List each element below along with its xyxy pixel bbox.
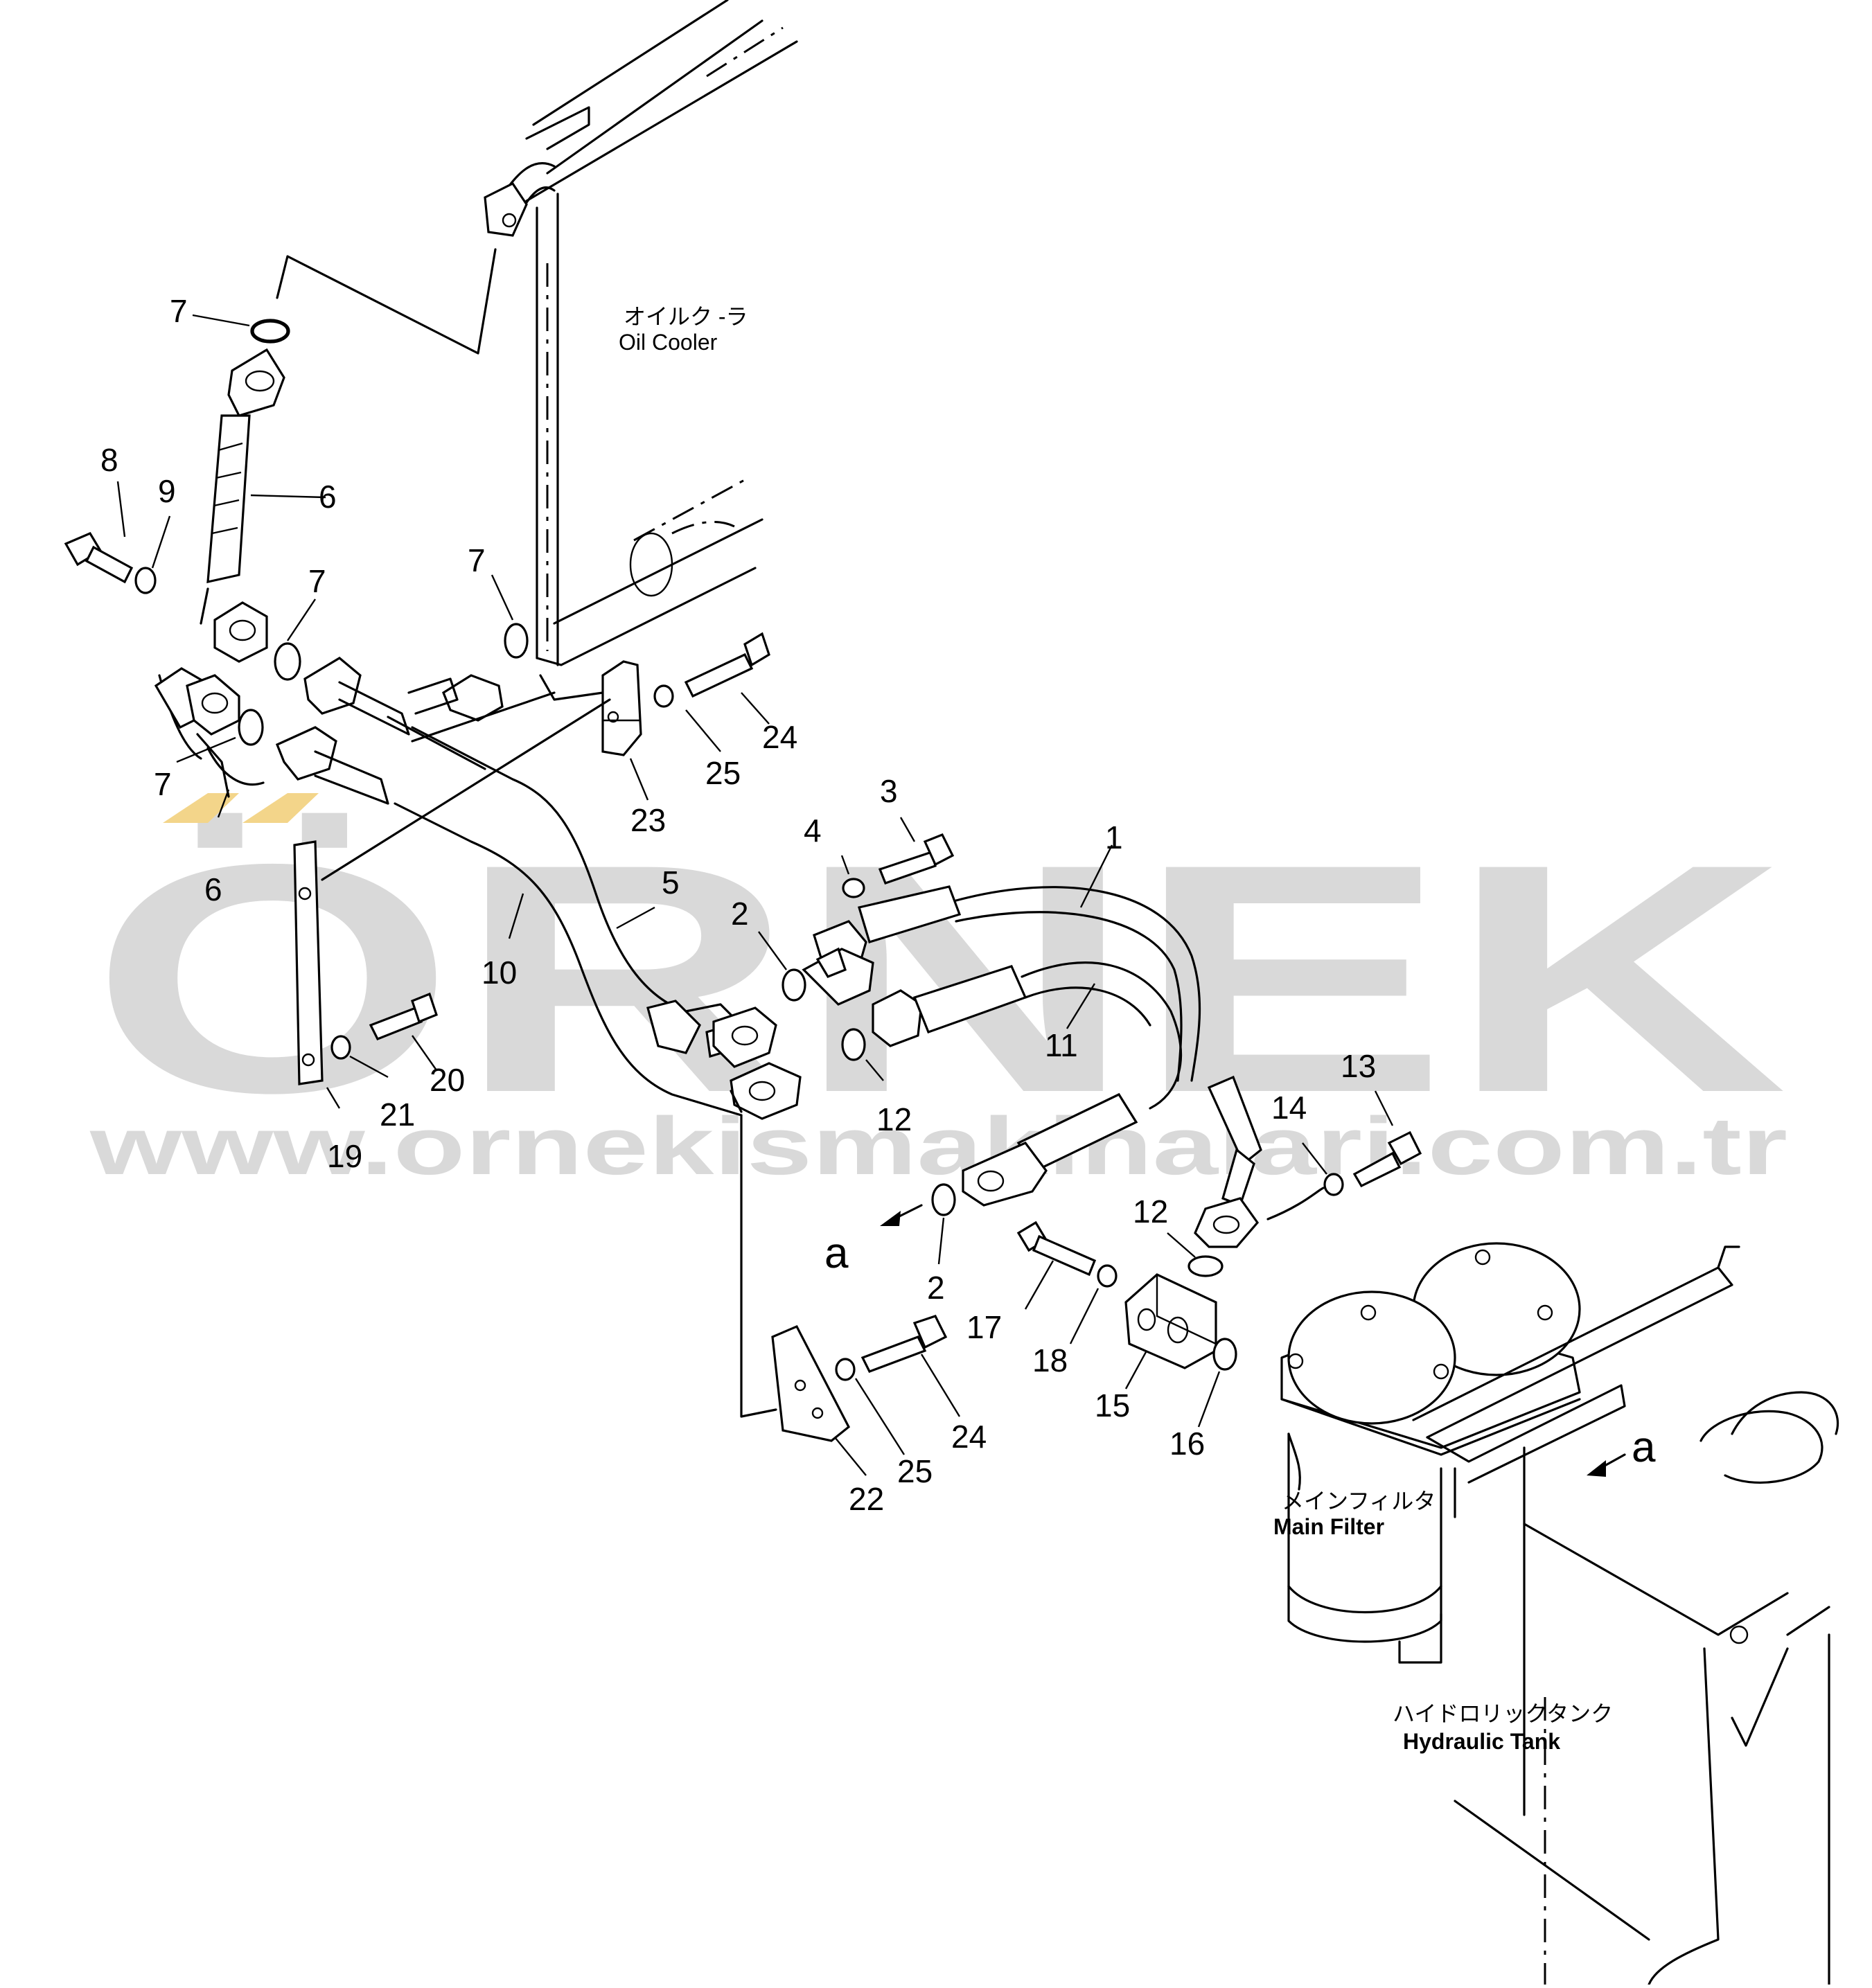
hose-6-lower [154,667,265,798]
view-arrow-a-right-head [1587,1460,1606,1477]
o-ring-7-right [504,623,529,659]
bolt-24-lower [860,1315,948,1374]
main-filter-label: Main Filter [1273,1514,1384,1539]
o-ring-7-left [238,709,264,746]
pipe-5-flange [646,1000,802,1120]
washer-25-lower [835,1358,856,1381]
oil-cooler-label: Oil Cooler [619,330,718,355]
callout-12: 12 [876,1101,912,1137]
watermark-url: www.ornekismakinalari.com.tr [89,1101,1787,1192]
callout-20: 20 [430,1062,465,1098]
callout-18: 18 [1032,1342,1068,1378]
washer-4 [842,878,865,898]
washer-14 [1323,1173,1344,1196]
view-arrow-a-left-head [880,1211,901,1226]
o-ring-12-upper [841,1028,866,1061]
callout-9: 9 [158,473,176,509]
hydraulic-tank-label: Hydraulic Tank [1403,1729,1560,1754]
pipe-upper-flange [407,674,556,743]
hydraulic-tank-label-jp: ハイドロリックタンク [1393,1701,1613,1726]
callout-24: 24 [762,719,797,755]
callout-4: 4 [804,813,822,849]
callout-19: 19 [327,1138,362,1174]
o-ring-16 [1212,1338,1237,1371]
main-filter [1280,1242,1581,1664]
callout-7: 7 [468,542,486,578]
callout-22: 22 [849,1481,884,1517]
o-ring-7-top [251,320,289,342]
callout-7: 7 [308,563,326,599]
callout-21: 21 [380,1097,415,1133]
bolt-13 [1352,1130,1422,1188]
main-filter-label-jp: メインフィルタ [1282,1489,1436,1514]
clamp-22 [740,1114,851,1442]
block-15 [1124,1273,1217,1369]
watermark-umlaut-mark [242,793,319,823]
callout-6: 6 [204,871,222,907]
callout-16: 16 [1169,1426,1205,1462]
callout-10: 10 [482,955,517,991]
clamp-23 [601,660,642,756]
callout-2: 2 [731,896,749,932]
callout-8: 8 [100,442,118,478]
callout-1: 1 [1105,819,1123,855]
bolt-3 [878,833,955,885]
o-ring-2-lower [931,1183,956,1216]
callout-7: 7 [154,766,172,802]
callout-2: 2 [927,1270,945,1306]
o-ring-2-upper [782,968,806,1002]
bolt-17 [1016,1221,1097,1277]
callout-13: 13 [1341,1048,1376,1084]
o-ring-12-lower [1187,1255,1224,1277]
callout-12: 12 [1133,1193,1168,1230]
view-marker-right: a [1632,1423,1656,1471]
callout-23: 23 [630,802,666,838]
bolt-24-top [684,632,770,698]
callout-6: 6 [319,479,337,515]
hydraulic-tank [1412,1245,1839,1986]
callout-25: 25 [705,755,741,791]
leader-lines [116,314,1394,1476]
pipe-10 [275,657,743,1117]
callout-25: 25 [897,1453,933,1489]
o-ring-7-mid [274,642,301,681]
hose-11 [872,961,1262,1248]
hose-1 [802,885,1201,1082]
hose-6-upper [200,248,497,663]
watermark-umlaut-mark [163,793,239,823]
callout-17: 17 [966,1309,1002,1345]
callout-24: 24 [951,1419,987,1455]
oil-cooler [484,0,798,701]
oil-cooler-label-jp: オイルク ‐ラ [624,304,748,329]
callout-15: 15 [1095,1387,1130,1423]
washer-18 [1097,1264,1118,1288]
callout-3: 3 [880,773,898,809]
washer-25-top [653,684,674,708]
washer-9 [134,567,157,594]
view-marker-left: a [824,1230,849,1277]
callout-5: 5 [662,864,680,900]
callout-14: 14 [1271,1090,1307,1126]
washer-21 [330,1035,351,1060]
callout-11: 11 [1045,1027,1078,1063]
callout-7: 7 [170,293,188,329]
bracket-19 [293,698,611,1085]
leader-13-14 [1266,1187,1325,1221]
bolt-8 [64,531,134,584]
bolt-20 [369,992,438,1041]
callout-labels: 7 8 9 6 7 7 7 6 10 5 3 4 2 1 11 12 24 25… [100,293,1376,1517]
